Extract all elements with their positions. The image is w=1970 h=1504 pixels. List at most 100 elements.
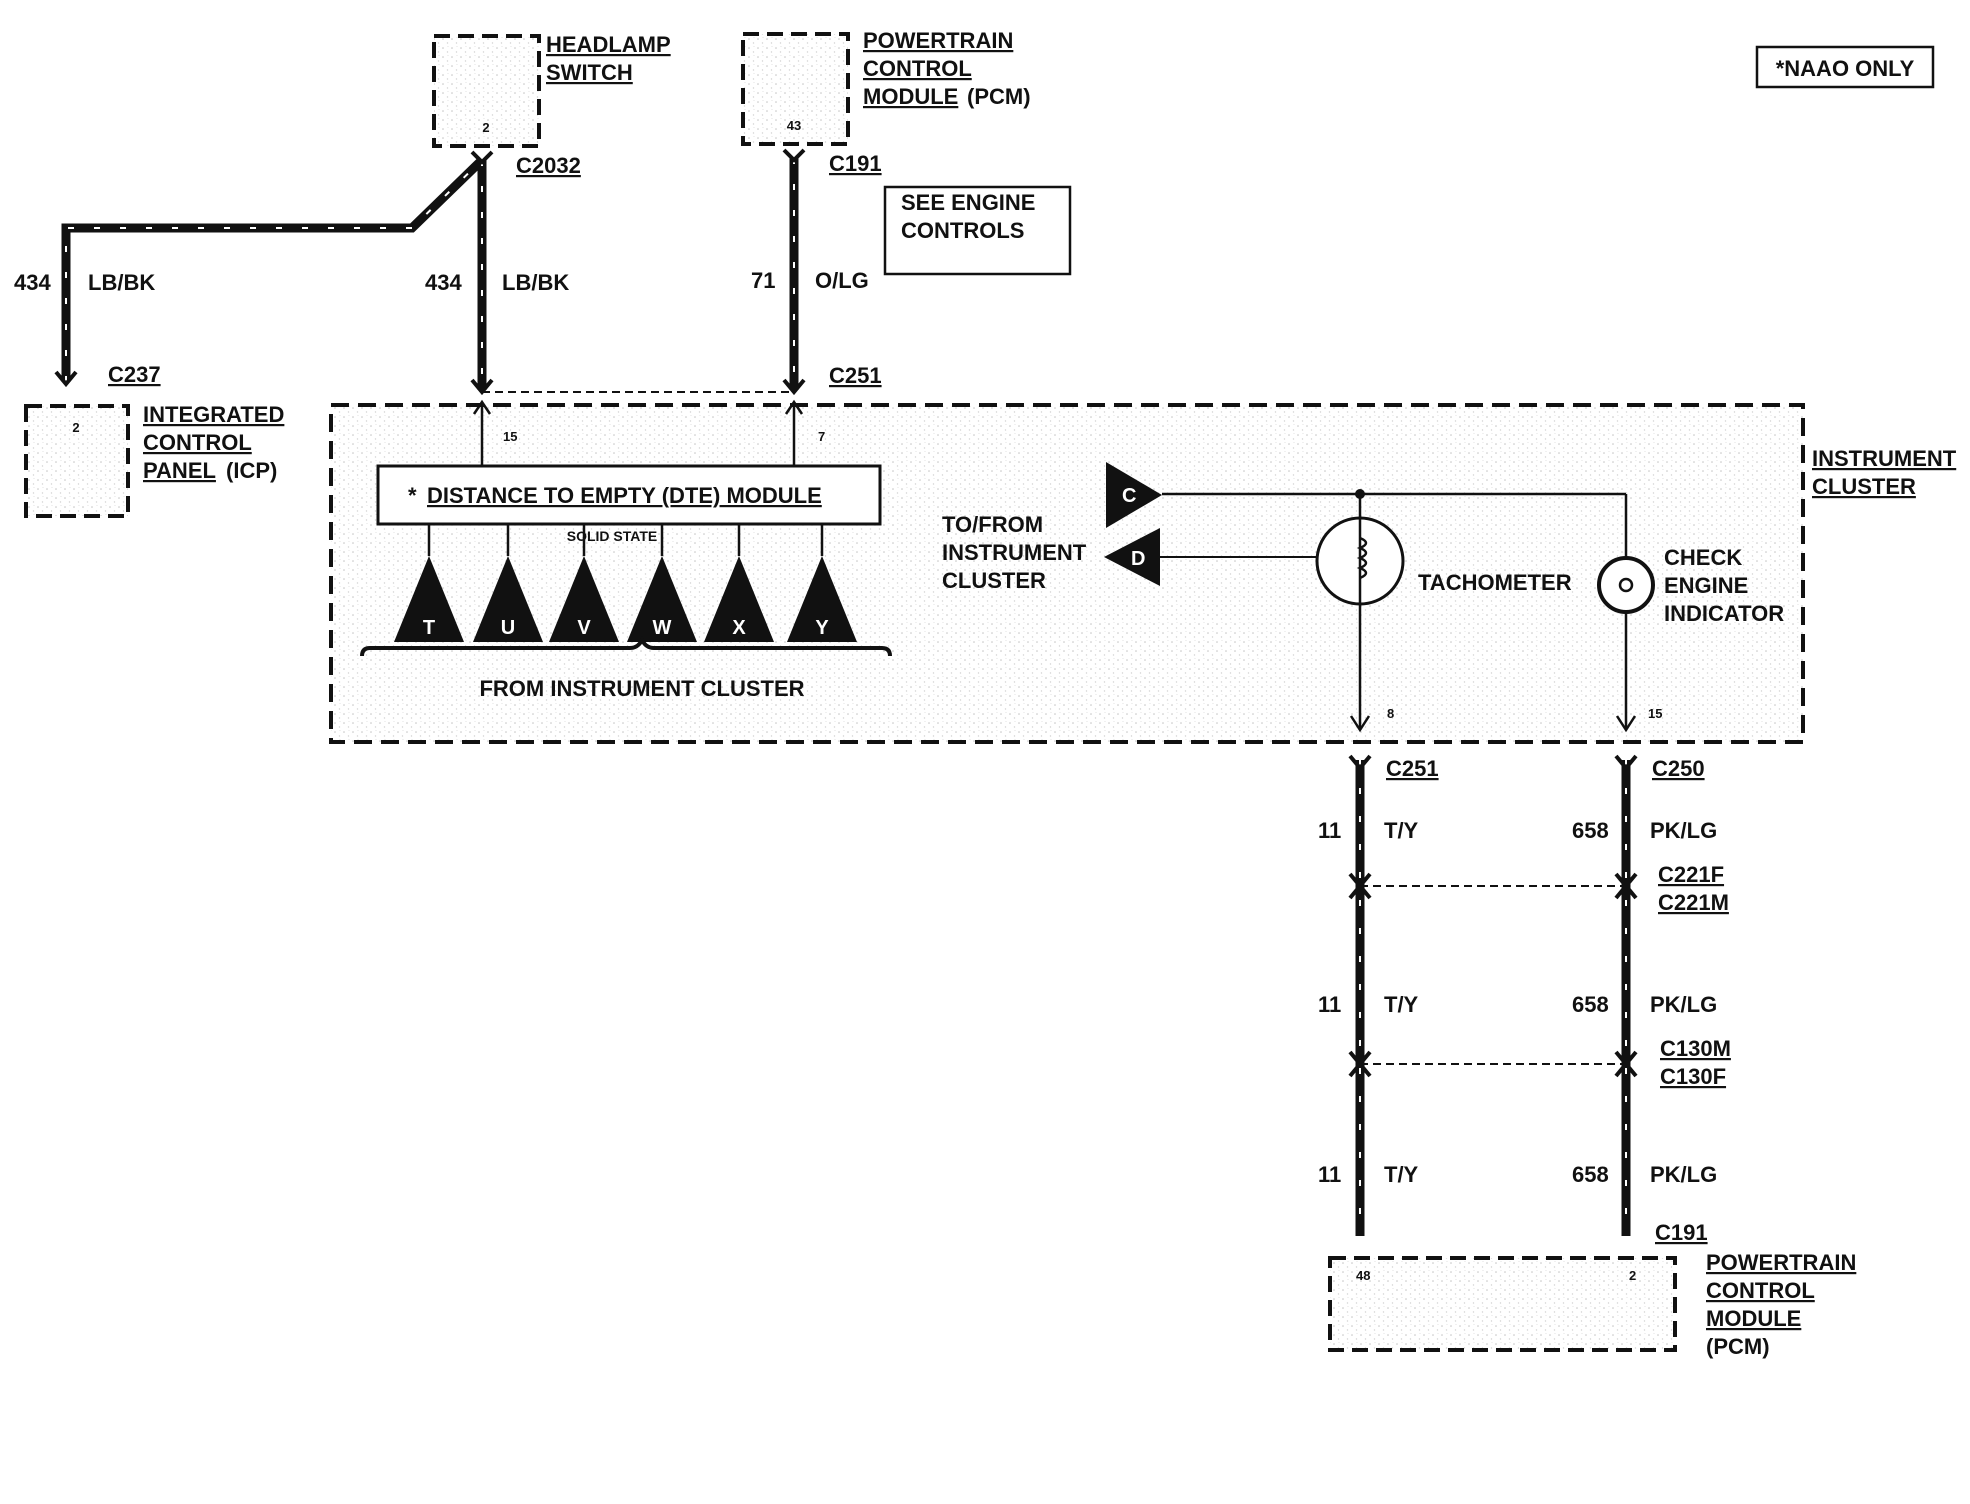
tachometer-label: TACHOMETER [1418,570,1572,595]
pcm-top-label-3-suffix: (PCM) [967,84,1031,109]
instrument-cluster-label-2: CLUSTER [1812,474,1916,499]
tach-circuit-3: 11 [1318,1162,1341,1187]
naao-note: *NAAO ONLY [1755,45,1935,89]
check-engine-indicator: CHECK ENGINE INDICATOR 15 [1597,494,1784,733]
connector-c191-bottom: C191 [1655,1220,1708,1245]
instrument-cluster: INSTRUMENT CLUSTER [329,403,1957,744]
connector-d-label: D [1131,548,1145,570]
pcm-bottom-label-4: (PCM) [1706,1334,1770,1359]
wire-headlamp: 434 LB/BK [425,150,569,396]
pcm-top-label-1: POWERTRAIN [863,28,1013,53]
pcm-bottom-label-1: POWERTRAIN [1706,1250,1856,1275]
dte-input-triangle [704,556,774,642]
connector-c251-top: C251 [829,363,882,388]
pcm-bottom: 48 2 POWERTRAIN CONTROL MODULE (PCM) [1328,1250,1856,1359]
dte-input-triangle [787,556,857,642]
dte-input-label: V [577,617,591,639]
pcm-bottom-label-2: CONTROL [1706,1278,1815,1303]
cel-circuit-1: 658 [1572,818,1609,843]
see-engine-controls-2: CONTROLS [901,218,1024,243]
headlamp-switch: 2 HEADLAMP SWITCH [432,32,671,148]
check-engine-pin: 15 [1648,706,1662,721]
to-from-label-2: INSTRUMENT [942,540,1087,565]
tach-color-2: T/Y [1384,992,1419,1017]
cel-circuit-3: 658 [1572,1162,1609,1187]
wire-icp-circuit: 434 [14,270,51,295]
see-engine-controls-box: SEE ENGINE CONTROLS [883,185,1072,276]
pcm-top-pin: 43 [787,118,801,133]
instrument-cluster-label-1: INSTRUMENT [1812,446,1957,471]
dte-input-triangle [473,556,543,642]
cel-color-1: PK/LG [1650,818,1717,843]
icp-label-3: PANEL [143,458,216,483]
wire-icp-color: LB/BK [88,270,155,295]
headlamp-switch-label-1: HEADLAMP [546,32,671,57]
dte-asterisk: * [408,483,417,508]
wire-pcm-top: 71 O/LG [751,148,869,396]
dte-input-triangle [549,556,619,642]
wire-icp: 434 LB/BK [14,156,486,388]
wire-labels-segment-1: 11 T/Y 658 PK/LG [1318,818,1717,843]
tachometer-coil-icon [1356,536,1368,580]
icp-pin: 2 [72,420,79,435]
tachometer: TACHOMETER 8 [1315,494,1572,733]
check-engine-label-2: ENGINE [1664,573,1748,598]
tach-circuit-1: 11 [1318,818,1341,843]
cel-circuit-2: 658 [1572,992,1609,1017]
check-engine-lamp-icon [1597,556,1655,614]
connector-c130f: C130F [1660,1064,1726,1089]
integrated-control-panel: 2 INTEGRATED CONTROL PANEL (ICP) [24,402,284,518]
pcm-top-label-3: MODULE [863,84,958,109]
to-from-label-3: CLUSTER [942,568,1046,593]
connector-c250: C250 [1652,756,1705,781]
connector-c237: C237 [108,362,161,387]
headlamp-switch-label-2: SWITCH [546,60,633,85]
wire-headlamp-circuit: 434 [425,270,462,295]
wire-labels-segment-2: 11 T/Y 658 PK/LG [1318,992,1717,1017]
connector-c2032: C2032 [516,153,581,178]
dte-input-label: T [423,617,435,639]
dte-input-label: X [732,617,746,639]
connector-d-triangle [1104,528,1160,586]
dte-input-label: Y [815,617,829,639]
pcm-bottom-pin-2: 2 [1629,1268,1636,1283]
pcm-top: 43 POWERTRAIN CONTROL MODULE (PCM) [741,28,1031,146]
connector-c221m: C221M [1658,890,1729,915]
connector-c251-mid: C251 [1386,756,1439,781]
see-engine-controls-1: SEE ENGINE [901,190,1035,215]
dte-input-label: W [653,617,672,639]
from-cluster-label: FROM INSTRUMENT CLUSTER [479,676,804,701]
check-engine-label-1: CHECK [1664,545,1742,570]
dte-pin-15: 15 [503,429,517,444]
tachometer-pin: 8 [1387,706,1394,721]
cel-color-3: PK/LG [1650,1162,1717,1187]
pcm-bottom-pin-48: 48 [1356,1268,1370,1283]
from-cluster-brace [360,635,892,657]
wire-headlamp-color: LB/BK [502,270,569,295]
wire-labels-segment-3: 11 T/Y 658 PK/LG [1318,1162,1717,1187]
dte-input-triangle [394,556,464,642]
headlamp-switch-pin: 2 [482,120,489,135]
tach-color-1: T/Y [1384,818,1419,843]
connector-c130m: C130M [1660,1036,1731,1061]
wire-pcm-top-circuit: 71 [751,268,775,293]
cel-color-2: PK/LG [1650,992,1717,1017]
to-from-label-1: TO/FROM [942,512,1043,537]
dte-input-triangle [627,556,697,642]
dte-module: 15 7 * DISTANCE TO EMPTY (DTE) MODULE SO… [376,399,882,544]
connector-c-label: C [1122,485,1136,507]
icp-label-1: INTEGRATED [143,402,284,427]
connector-c-triangle [1106,462,1162,528]
pcm-top-label-2: CONTROL [863,56,972,81]
icp-label-2: CONTROL [143,430,252,455]
connector-c221f: C221F [1658,862,1724,887]
dte-pin-7: 7 [818,429,825,444]
check-engine-label-3: INDICATOR [1664,601,1784,626]
dte-subtitle: SOLID STATE [567,528,657,544]
dte-inputs: T U V W X Y [394,524,857,642]
dte-input-label: U [501,617,515,639]
tach-circuit-2: 11 [1318,992,1341,1017]
pcm-bottom-label-3: MODULE [1706,1306,1801,1331]
lower-connector-marks [1348,754,1638,1078]
